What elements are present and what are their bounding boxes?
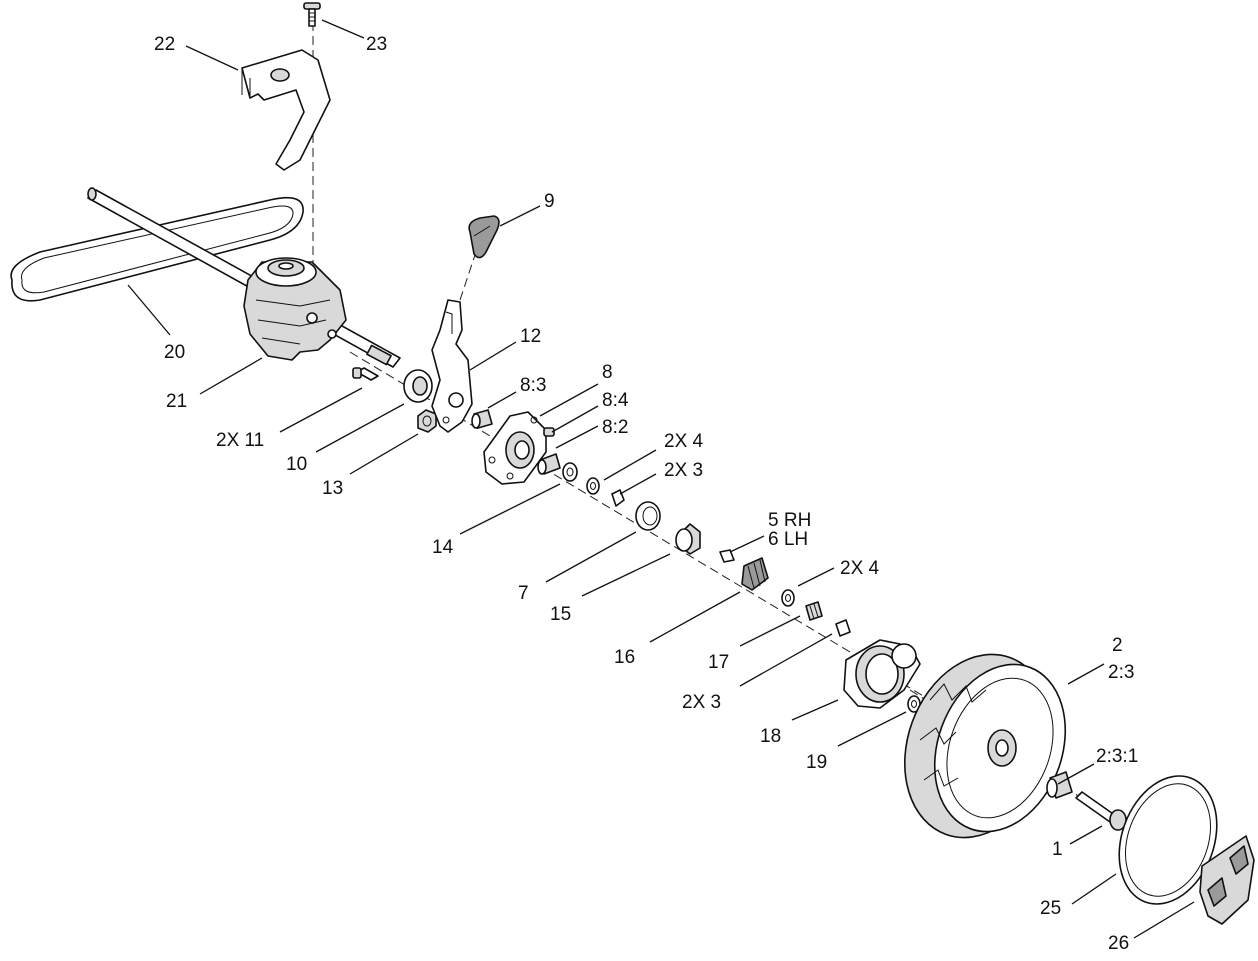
callout-2x4-upper: 2X 4 bbox=[664, 431, 704, 452]
screw-part-23 bbox=[303, 2, 321, 27]
callout-21: 21 bbox=[166, 391, 187, 412]
callout-8: 8 bbox=[602, 362, 613, 383]
washer-part-14 bbox=[562, 462, 578, 482]
callout-23: 23 bbox=[366, 34, 387, 55]
callout-2x11: 2X 11 bbox=[216, 430, 264, 451]
callout-10: 10 bbox=[286, 454, 307, 475]
clip-part-3-lower bbox=[835, 619, 851, 637]
callout-26: 26 bbox=[1108, 933, 1129, 954]
callout-6-lh: 6 LH bbox=[768, 529, 808, 550]
nut-part-13 bbox=[417, 409, 437, 433]
callout-labels: 22 23 9 20 21 12 8:3 8 8:4 8:2 2X 11 10 … bbox=[154, 34, 1138, 954]
cup-part-15 bbox=[675, 523, 701, 555]
callout-2x4-lower: 2X 4 bbox=[840, 558, 880, 579]
bolt-part-11 bbox=[352, 367, 379, 381]
callout-7: 7 bbox=[518, 583, 529, 604]
callout-2: 2 bbox=[1112, 635, 1123, 656]
callout-2x3-lower: 2X 3 bbox=[682, 692, 721, 713]
lever-plate-part-12 bbox=[431, 299, 473, 433]
callout-22: 22 bbox=[154, 34, 175, 55]
decal-part-26 bbox=[1199, 835, 1255, 925]
callout-1: 1 bbox=[1052, 839, 1063, 860]
callout-2x3-upper: 2X 3 bbox=[664, 460, 703, 481]
bushing-part-8-3 bbox=[471, 409, 493, 429]
washer-part-4-lower bbox=[781, 589, 795, 607]
callout-12: 12 bbox=[520, 326, 541, 347]
callout-5-rh: 5 RH bbox=[768, 510, 811, 531]
callout-18: 18 bbox=[760, 726, 781, 747]
bracket-part-22 bbox=[241, 49, 331, 171]
bushing-part-8-2 bbox=[537, 453, 561, 475]
pawl-part-5-6 bbox=[719, 549, 735, 563]
belt-part-20 bbox=[10, 196, 304, 302]
bushing-part-2-3-1 bbox=[1046, 771, 1073, 799]
callout-25: 25 bbox=[1040, 898, 1061, 919]
callout-19: 19 bbox=[806, 752, 827, 773]
grease-fitting-part-8-4 bbox=[543, 427, 555, 437]
callout-8-2: 8:2 bbox=[602, 417, 628, 438]
callout-20: 20 bbox=[164, 342, 185, 363]
callout-8-4: 8:4 bbox=[602, 390, 629, 411]
wheel-part-2 bbox=[903, 653, 1067, 839]
bushing-part-10 bbox=[403, 369, 433, 403]
hub-cap-part-25 bbox=[1118, 775, 1218, 905]
callout-2-3-1: 2:3:1 bbox=[1096, 746, 1138, 767]
callout-9: 9 bbox=[544, 191, 555, 212]
transmission-part-21 bbox=[87, 187, 401, 368]
washer-part-4-upper bbox=[586, 477, 600, 495]
callout-14: 14 bbox=[432, 537, 454, 558]
leader-lines bbox=[127, 19, 1195, 939]
gear-part-16 bbox=[741, 557, 769, 591]
callout-16: 16 bbox=[614, 647, 635, 668]
bearing-housing-part-8 bbox=[483, 411, 547, 485]
callout-13: 13 bbox=[322, 478, 343, 499]
callout-15: 15 bbox=[550, 604, 571, 625]
callout-17: 17 bbox=[708, 652, 729, 673]
callout-8-3: 8:3 bbox=[520, 375, 546, 396]
shoulder-bolt-part-1 bbox=[1075, 791, 1127, 831]
hub-cover-part-18 bbox=[843, 639, 921, 709]
grip-part-9 bbox=[468, 215, 500, 259]
ring-part-7 bbox=[635, 501, 661, 531]
callout-2-3: 2:3 bbox=[1108, 662, 1134, 683]
spring-part-17 bbox=[805, 601, 823, 621]
